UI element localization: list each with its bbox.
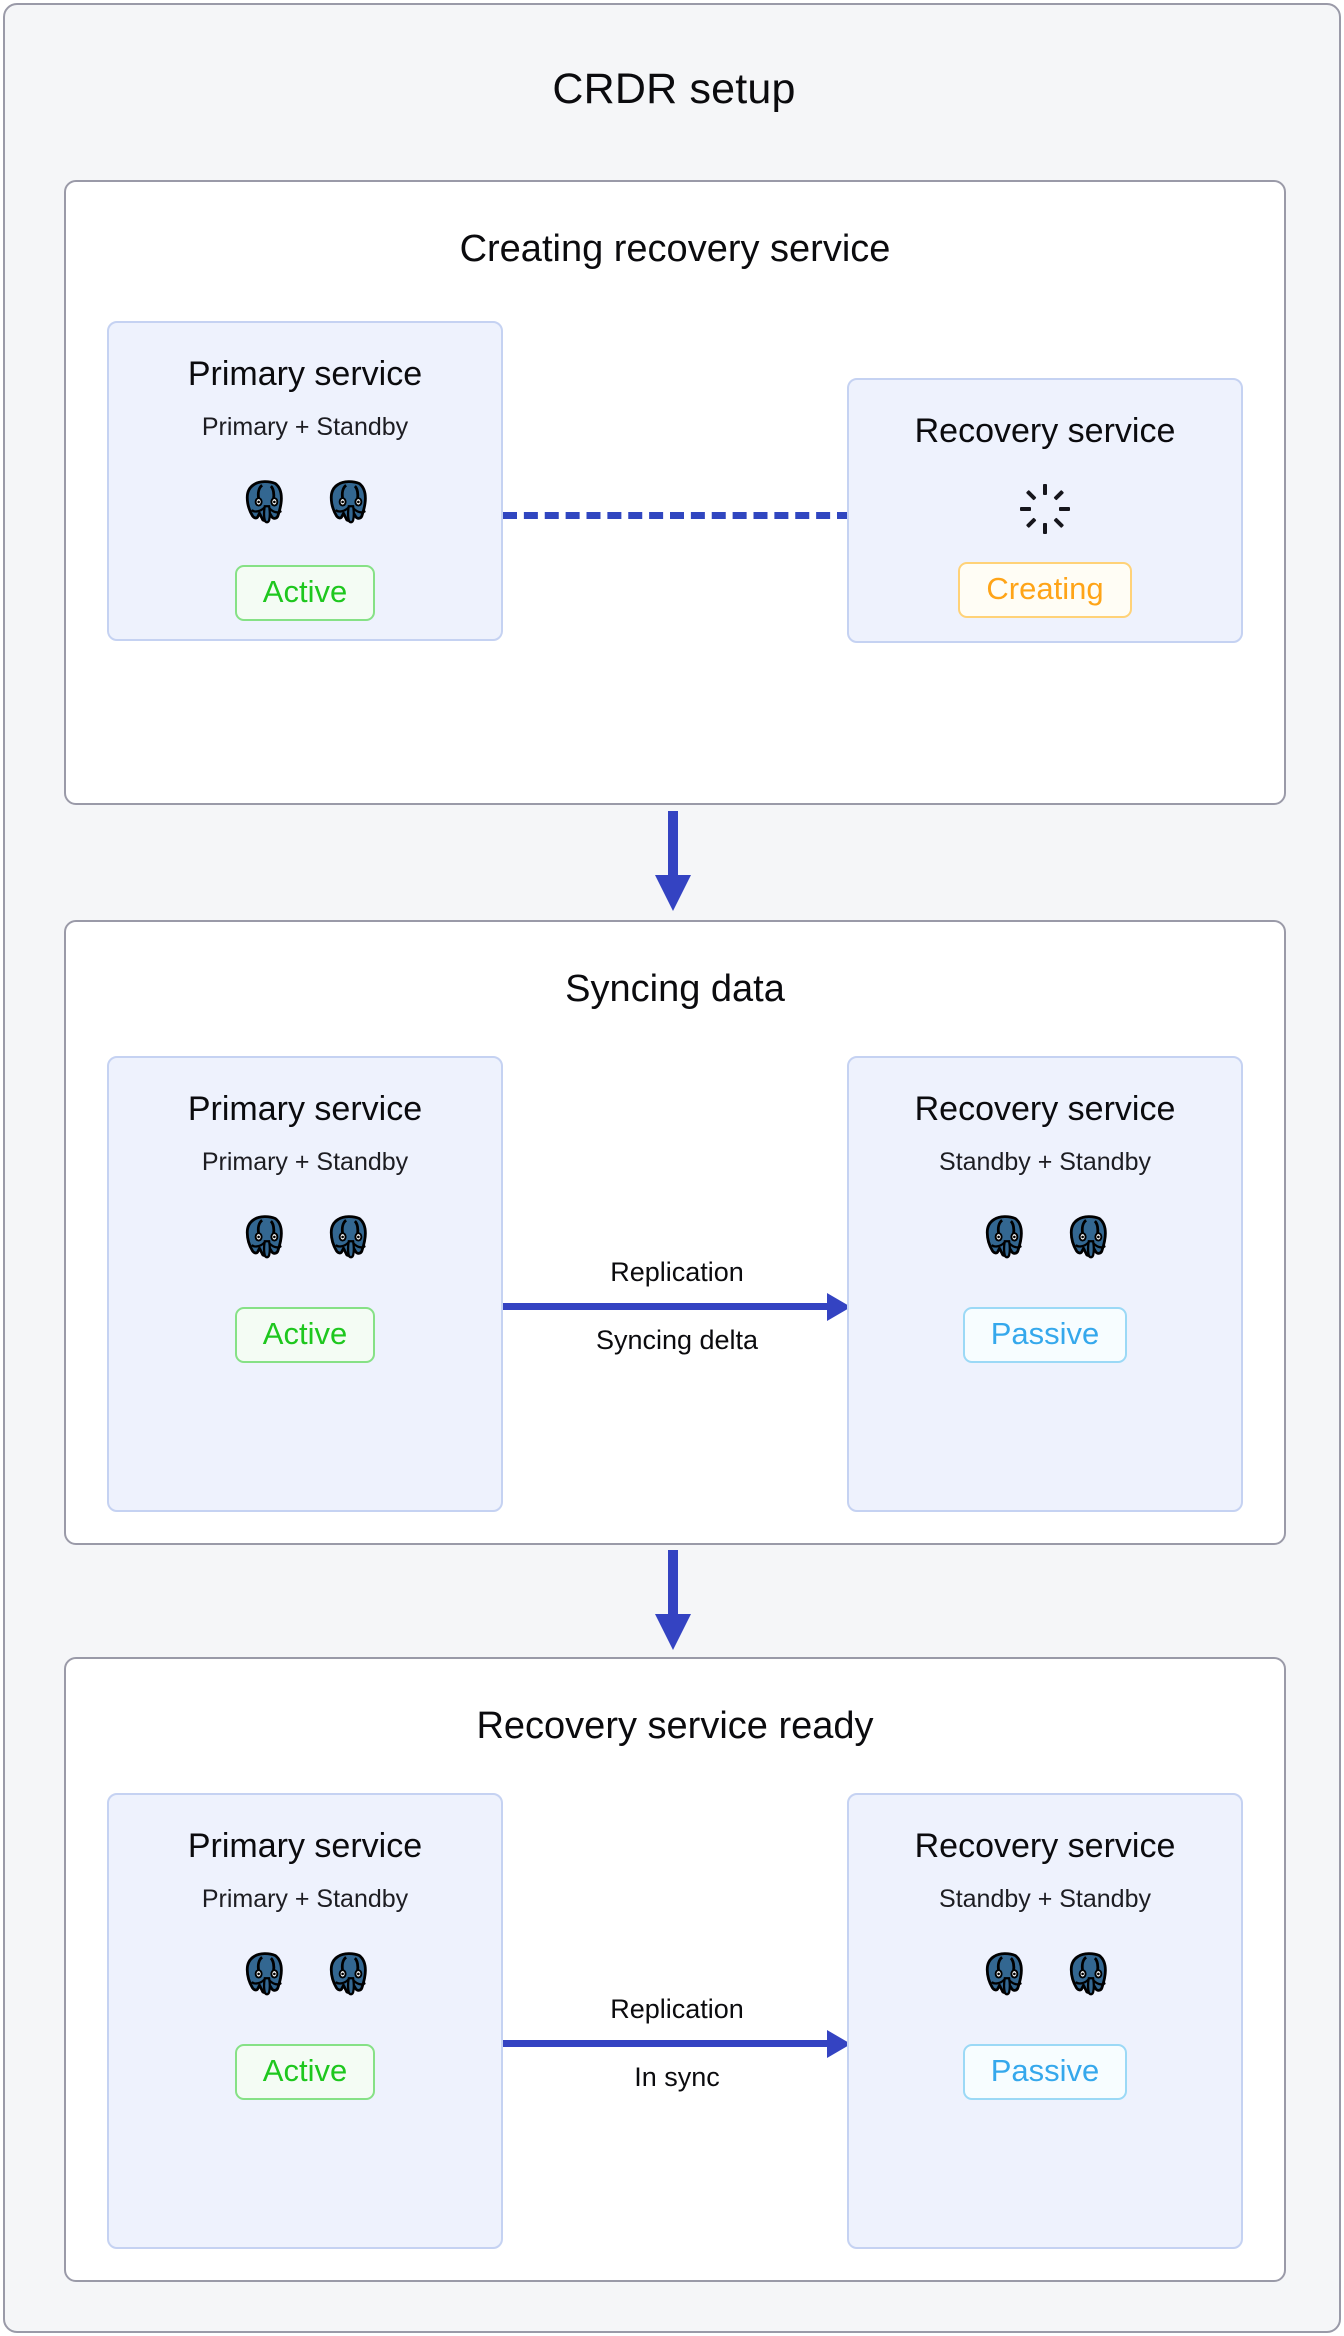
recovery-service-card: Recovery service Standby + Standby bbox=[847, 1793, 1243, 2249]
stage-connector: Replication In sync bbox=[503, 1996, 851, 2091]
service-subtitle: Standby + Standby bbox=[939, 1148, 1151, 1176]
primary-service-card: Primary service Primary + Standby bbox=[107, 1793, 503, 2249]
postgres-elephant-icon bbox=[245, 1952, 283, 1996]
service-subtitle: Primary + Standby bbox=[201, 1885, 409, 1913]
primary-service-card: Primary service Primary + Standby bbox=[107, 321, 503, 641]
down-arrow-icon bbox=[655, 811, 691, 911]
service-title: Recovery service bbox=[914, 412, 1176, 450]
node-row bbox=[235, 473, 375, 529]
postgres-elephant-icon bbox=[1069, 1215, 1107, 1259]
node-row bbox=[975, 1945, 1115, 2001]
loading-spinner-icon bbox=[1020, 484, 1070, 534]
service-title: Recovery service bbox=[914, 1827, 1176, 1865]
status-badge: Active bbox=[234, 565, 376, 621]
status-badge: Passive bbox=[962, 1307, 1128, 1363]
connector-label-bottom: Syncing delta bbox=[595, 1325, 759, 1355]
arrow-shaft bbox=[668, 811, 678, 879]
node-row bbox=[235, 1208, 375, 1264]
stage-title: Recovery service ready bbox=[476, 1705, 874, 1747]
recovery-service-card: Recovery service Standby + Standby bbox=[847, 1056, 1243, 1512]
postgres-elephant-icon bbox=[329, 1952, 367, 1996]
arrow-head bbox=[655, 875, 691, 911]
dashed-connector-line bbox=[503, 512, 851, 519]
node-row bbox=[975, 1208, 1115, 1264]
status-badge: Active bbox=[234, 2044, 376, 2100]
connector-label-top: Replication bbox=[610, 1257, 744, 1287]
postgres-elephant-icon bbox=[1069, 1952, 1107, 1996]
postgres-elephant-icon bbox=[985, 1952, 1023, 1996]
connector-label-top: Replication bbox=[610, 1994, 744, 2024]
service-title: Primary service bbox=[187, 1090, 423, 1128]
stage-title: Syncing data bbox=[565, 968, 785, 1010]
stage-title: Creating recovery service bbox=[459, 228, 891, 270]
stage-card-syncing: Syncing data Primary service Primary + S… bbox=[64, 920, 1286, 1545]
postgres-elephant-icon bbox=[245, 1215, 283, 1259]
node-row bbox=[235, 1945, 375, 2001]
service-title: Primary service bbox=[187, 1827, 423, 1865]
service-subtitle: Primary + Standby bbox=[201, 413, 409, 441]
diagram-frame: CRDR setup Creating recovery service Pri… bbox=[3, 3, 1341, 2333]
replication-arrow-icon bbox=[503, 2029, 851, 2058]
postgres-elephant-icon bbox=[985, 1215, 1023, 1259]
down-arrow-icon bbox=[655, 1550, 691, 1650]
arrow-shaft bbox=[668, 1550, 678, 1618]
stage-connector bbox=[503, 512, 851, 519]
postgres-elephant-icon bbox=[329, 480, 367, 524]
status-badge: Passive bbox=[962, 2044, 1128, 2100]
recovery-service-card: Recovery service Creating bbox=[847, 378, 1243, 643]
postgres-elephant-icon bbox=[329, 1215, 367, 1259]
stage-card-ready: Recovery service ready Primary service P… bbox=[64, 1657, 1286, 2282]
stage-card-creating: Creating recovery service Primary servic… bbox=[64, 180, 1286, 805]
page-title: CRDR setup bbox=[552, 65, 796, 113]
primary-service-card: Primary service Primary + Standby bbox=[107, 1056, 503, 1512]
status-badge: Active bbox=[234, 1307, 376, 1363]
replication-arrow-icon bbox=[503, 1292, 851, 1321]
service-subtitle: Standby + Standby bbox=[939, 1885, 1151, 1913]
service-title: Recovery service bbox=[914, 1090, 1176, 1128]
service-subtitle: Primary + Standby bbox=[201, 1148, 409, 1176]
stage-connector: Replication Syncing delta bbox=[503, 1259, 851, 1354]
service-title: Primary service bbox=[187, 355, 423, 393]
postgres-elephant-icon bbox=[245, 480, 283, 524]
arrow-head bbox=[655, 1614, 691, 1650]
connector-label-bottom: In sync bbox=[634, 2062, 720, 2092]
status-badge: Creating bbox=[958, 562, 1132, 618]
